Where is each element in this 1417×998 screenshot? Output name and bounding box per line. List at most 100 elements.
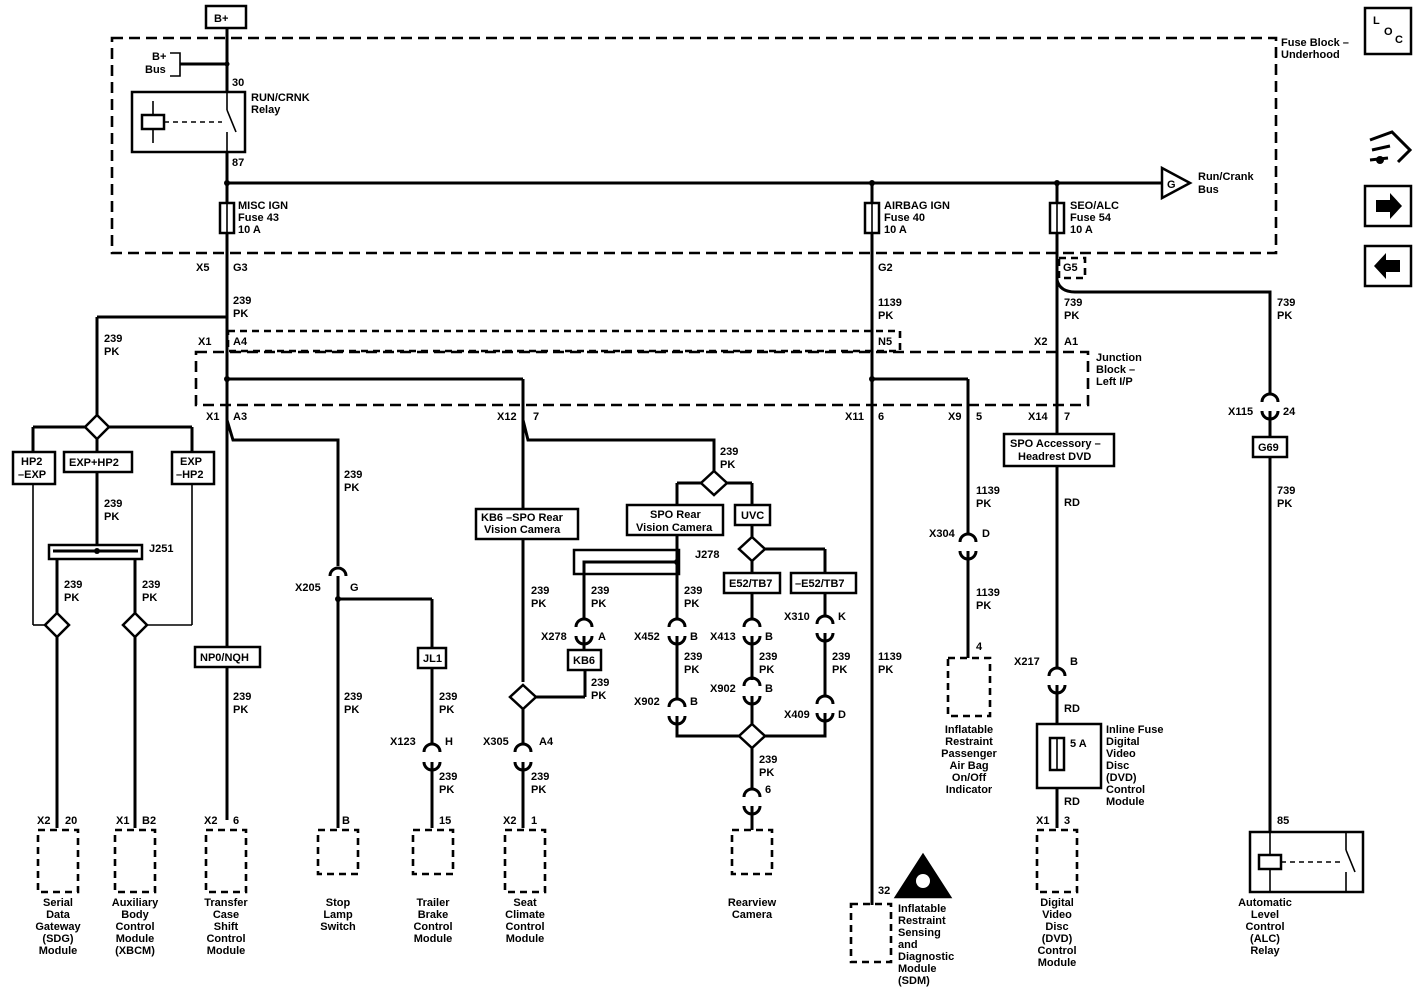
svg-text:15: 15 — [439, 815, 451, 827]
svg-text:Module: Module — [414, 933, 453, 945]
svg-text:Module: Module — [207, 945, 246, 957]
svg-text:X409: X409 — [784, 709, 810, 721]
svg-text:Digital: Digital — [1106, 736, 1140, 748]
junction-block-label: Junction — [1096, 352, 1142, 364]
svg-text:Digital: Digital — [1040, 897, 1074, 909]
svg-text:Data: Data — [46, 909, 71, 921]
svg-text:739: 739 — [1277, 485, 1295, 497]
svg-text:SPO Accessory –: SPO Accessory – — [1010, 438, 1101, 450]
svg-text:PK: PK — [976, 600, 991, 612]
svg-text:PK: PK — [531, 784, 546, 796]
svg-text:239: 239 — [832, 651, 850, 663]
svg-text:Restraint: Restraint — [898, 915, 946, 927]
svg-text:PK: PK — [878, 664, 893, 676]
module-transfer-case — [204, 828, 248, 894]
svg-text:Vision Camera: Vision Camera — [636, 522, 713, 534]
svg-text:X902: X902 — [710, 683, 736, 695]
svg-text:PK: PK — [684, 598, 699, 610]
svg-text:Video: Video — [1106, 748, 1136, 760]
svg-text:X9: X9 — [948, 411, 961, 423]
svg-text:Module: Module — [116, 933, 155, 945]
svg-text:Restraint: Restraint — [945, 736, 993, 748]
svg-text:PK: PK — [720, 459, 735, 471]
svg-text:O: O — [1384, 26, 1393, 38]
svg-text:EXP: EXP — [180, 456, 202, 468]
svg-text:B2: B2 — [142, 815, 156, 827]
svg-text:1139: 1139 — [878, 651, 902, 663]
module-dvd — [1035, 828, 1079, 894]
svg-text:X305: X305 — [483, 736, 509, 748]
svg-text:J278: J278 — [695, 549, 719, 561]
svg-text:239: 239 — [344, 691, 362, 703]
svg-text:Inline Fuse: Inline Fuse — [1106, 724, 1163, 736]
svg-text:739: 739 — [1064, 297, 1082, 309]
svg-text:G2: G2 — [878, 262, 893, 274]
svg-text:AIRBAG IGN: AIRBAG IGN — [884, 200, 950, 212]
svg-text:X310: X310 — [784, 611, 810, 623]
svg-text:Fuse 54: Fuse 54 — [1070, 212, 1112, 224]
svg-text:X217: X217 — [1014, 656, 1040, 668]
module-sdg — [36, 828, 80, 894]
svg-text:A4: A4 — [233, 336, 248, 348]
svg-text:Auxiliary: Auxiliary — [112, 897, 159, 909]
arrow-left-icon — [1374, 253, 1400, 279]
svg-text:Disc: Disc — [1106, 760, 1129, 772]
svg-text:PK: PK — [591, 690, 606, 702]
svg-text:L: L — [1373, 15, 1380, 27]
svg-text:1139: 1139 — [976, 485, 1000, 497]
connector-view-icon[interactable] — [1369, 130, 1413, 164]
fuse-block-outline — [110, 36, 1278, 255]
svg-text:239: 239 — [759, 754, 777, 766]
svg-text:239: 239 — [684, 651, 702, 663]
svg-text:K: K — [838, 611, 846, 623]
svg-text:X1: X1 — [206, 411, 219, 423]
svg-text:239: 239 — [344, 469, 362, 481]
loc-button[interactable]: L O C — [1363, 6, 1413, 56]
svg-text:(SDG): (SDG) — [42, 933, 74, 945]
svg-text:6: 6 — [878, 411, 884, 423]
svg-text:PK: PK — [1277, 310, 1292, 322]
next-page-button[interactable] — [1363, 184, 1413, 228]
svg-text:1: 1 — [531, 815, 537, 827]
svg-text:SPO Rear: SPO Rear — [650, 509, 701, 521]
svg-text:1139: 1139 — [976, 587, 1000, 599]
svg-text:X205: X205 — [295, 582, 321, 594]
fuse-54: SEO/ALC Fuse 54 10 A — [1048, 183, 1119, 236]
svg-text:Bus: Bus — [145, 64, 166, 76]
svg-text:Automatic: Automatic — [1238, 897, 1292, 909]
svg-text:X2: X2 — [503, 815, 516, 827]
svg-text:B: B — [342, 815, 350, 827]
run-crank-bus-connector — [1160, 165, 1193, 201]
svg-text:Relay: Relay — [1250, 945, 1280, 957]
svg-text:Control: Control — [413, 921, 452, 933]
svg-text:PK: PK — [233, 704, 248, 716]
svg-text:6: 6 — [233, 815, 239, 827]
svg-text:N5: N5 — [878, 336, 892, 348]
svg-text:239: 239 — [439, 771, 457, 783]
svg-text:X413: X413 — [710, 631, 736, 643]
svg-text:239: 239 — [684, 585, 702, 597]
run-crank-bus-label: Run/Crank — [1198, 171, 1255, 183]
svg-text:A: A — [598, 631, 606, 643]
svg-text:B: B — [765, 631, 773, 643]
svg-text:Control: Control — [115, 921, 154, 933]
svg-text:G: G — [350, 582, 359, 594]
svg-text:Module: Module — [1038, 957, 1077, 969]
module-rearview-camera — [730, 828, 774, 876]
svg-text:Headrest DVD: Headrest DVD — [1018, 451, 1091, 463]
prev-page-button[interactable] — [1363, 244, 1413, 288]
svg-text:Case: Case — [213, 909, 239, 921]
svg-text:PK: PK — [759, 767, 774, 779]
svg-text:Control: Control — [1037, 945, 1076, 957]
svg-text:J251: J251 — [149, 543, 173, 555]
svg-text:C: C — [1395, 34, 1403, 46]
svg-text:X11: X11 — [845, 411, 864, 423]
svg-text:H: H — [445, 736, 453, 748]
svg-text:Inflatable: Inflatable — [945, 724, 993, 736]
svg-text:UVC: UVC — [741, 510, 764, 522]
svg-text:X1: X1 — [198, 336, 211, 348]
svg-text:Module: Module — [1106, 796, 1145, 808]
svg-text:239: 239 — [233, 295, 251, 307]
svg-text:HP2: HP2 — [21, 456, 42, 468]
bplus-label: B+ — [214, 13, 228, 25]
